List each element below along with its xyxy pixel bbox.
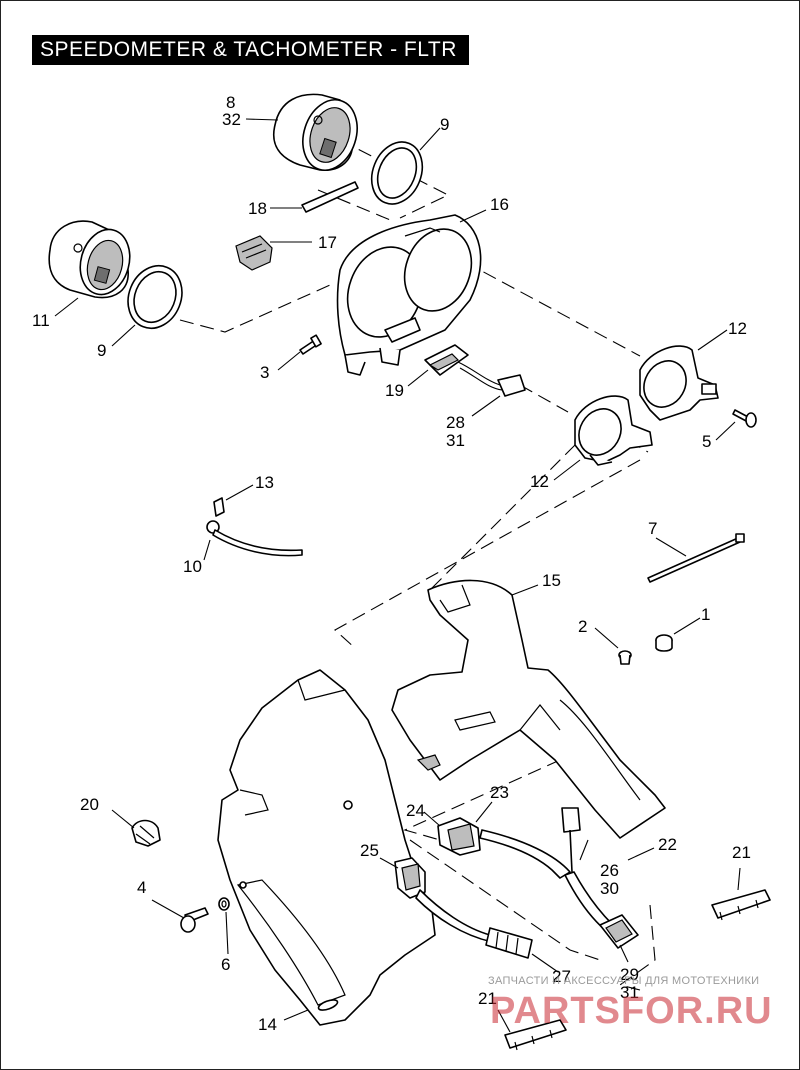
- washer-6: [218, 897, 230, 911]
- outer-fairing: [217, 669, 436, 1026]
- trim-clip-left: [504, 1019, 567, 1051]
- speedometer-gauge: [48, 220, 131, 299]
- lamp-socket: [206, 497, 225, 534]
- callout-18: 18: [248, 199, 267, 218]
- callout-12-upper: 12: [728, 319, 747, 338]
- callout-2: 2: [578, 617, 587, 636]
- inner-fairing-upper: [391, 579, 666, 839]
- callout-27: 27: [552, 967, 571, 986]
- callout-4: 4: [137, 878, 146, 897]
- callout-9-lower: 9: [97, 341, 106, 360]
- connector-harness-center: [437, 807, 639, 949]
- foam-strip: [301, 181, 359, 213]
- gauge-seal-ring-lower: [127, 264, 183, 330]
- callout-3: 3: [260, 363, 269, 382]
- callout-17: 17: [318, 233, 337, 252]
- connector-harness-lower: [394, 857, 533, 959]
- callout-7: 7: [648, 519, 657, 538]
- connector-harness-upper: [424, 344, 526, 397]
- callout-21-left: 21: [478, 989, 497, 1008]
- callout-10: 10: [183, 557, 202, 576]
- callout-19: 19: [385, 381, 404, 400]
- callout-9-upper: 9: [440, 115, 449, 134]
- callout-leaders: [54, 118, 741, 1033]
- tachometer-gauge: [273, 93, 358, 171]
- callout-labels: 8 32 9 18 16 17 11 9 3 19 12 28 31 5 12 …: [32, 93, 751, 1034]
- callout-32: 32: [222, 110, 241, 129]
- callout-15: 15: [542, 571, 561, 590]
- alignment-lines: [179, 139, 656, 991]
- callout-31-lower: 31: [620, 983, 639, 1002]
- callout-12-lower: 12: [530, 472, 549, 491]
- cable-tie: [647, 533, 745, 583]
- callout-30: 30: [600, 879, 619, 898]
- callout-16: 16: [490, 195, 509, 214]
- callout-14: 14: [258, 1015, 277, 1034]
- nut-2: [618, 650, 632, 665]
- lamp-cable: [212, 529, 303, 557]
- gauge-housing: [336, 214, 482, 376]
- callout-1: 1: [701, 605, 710, 624]
- wire-clip: [131, 819, 161, 847]
- nut-1: [655, 634, 673, 652]
- callout-26: 26: [600, 861, 619, 880]
- screw-3: [299, 334, 322, 355]
- callout-8: 8: [226, 93, 235, 112]
- watermark-caption: ЗАПЧАСТИ И АКСЕССУАРЫ ДЛЯ МОТОТЕХНИКИ: [488, 975, 760, 987]
- callout-20: 20: [80, 795, 99, 814]
- trim-clip-right: [711, 889, 771, 921]
- callout-24: 24: [406, 801, 425, 820]
- callout-23: 23: [490, 783, 509, 802]
- gauge-seal-ring-upper: [370, 141, 424, 205]
- gauge-bracket-right: [639, 345, 719, 421]
- callout-25: 25: [360, 841, 379, 860]
- callout-21-right: 21: [732, 843, 751, 862]
- callout-29: 29: [620, 965, 639, 984]
- gauge-bracket-left: [574, 395, 653, 466]
- clip-bracket: [235, 235, 273, 271]
- screw-5: [732, 409, 757, 428]
- watermark-logo: PARTSFOR.RU: [490, 990, 773, 1032]
- callout-11: 11: [32, 311, 50, 330]
- callout-28: 28: [446, 413, 465, 432]
- callout-31-upper: 31: [446, 431, 465, 450]
- callout-13: 13: [255, 473, 274, 492]
- callout-6: 6: [221, 955, 230, 974]
- callout-22: 22: [658, 835, 677, 854]
- callout-5: 5: [702, 432, 711, 451]
- screw-4: [180, 907, 209, 933]
- diagram-title: SPEEDOMETER & TACHOMETER - FLTR: [32, 35, 469, 65]
